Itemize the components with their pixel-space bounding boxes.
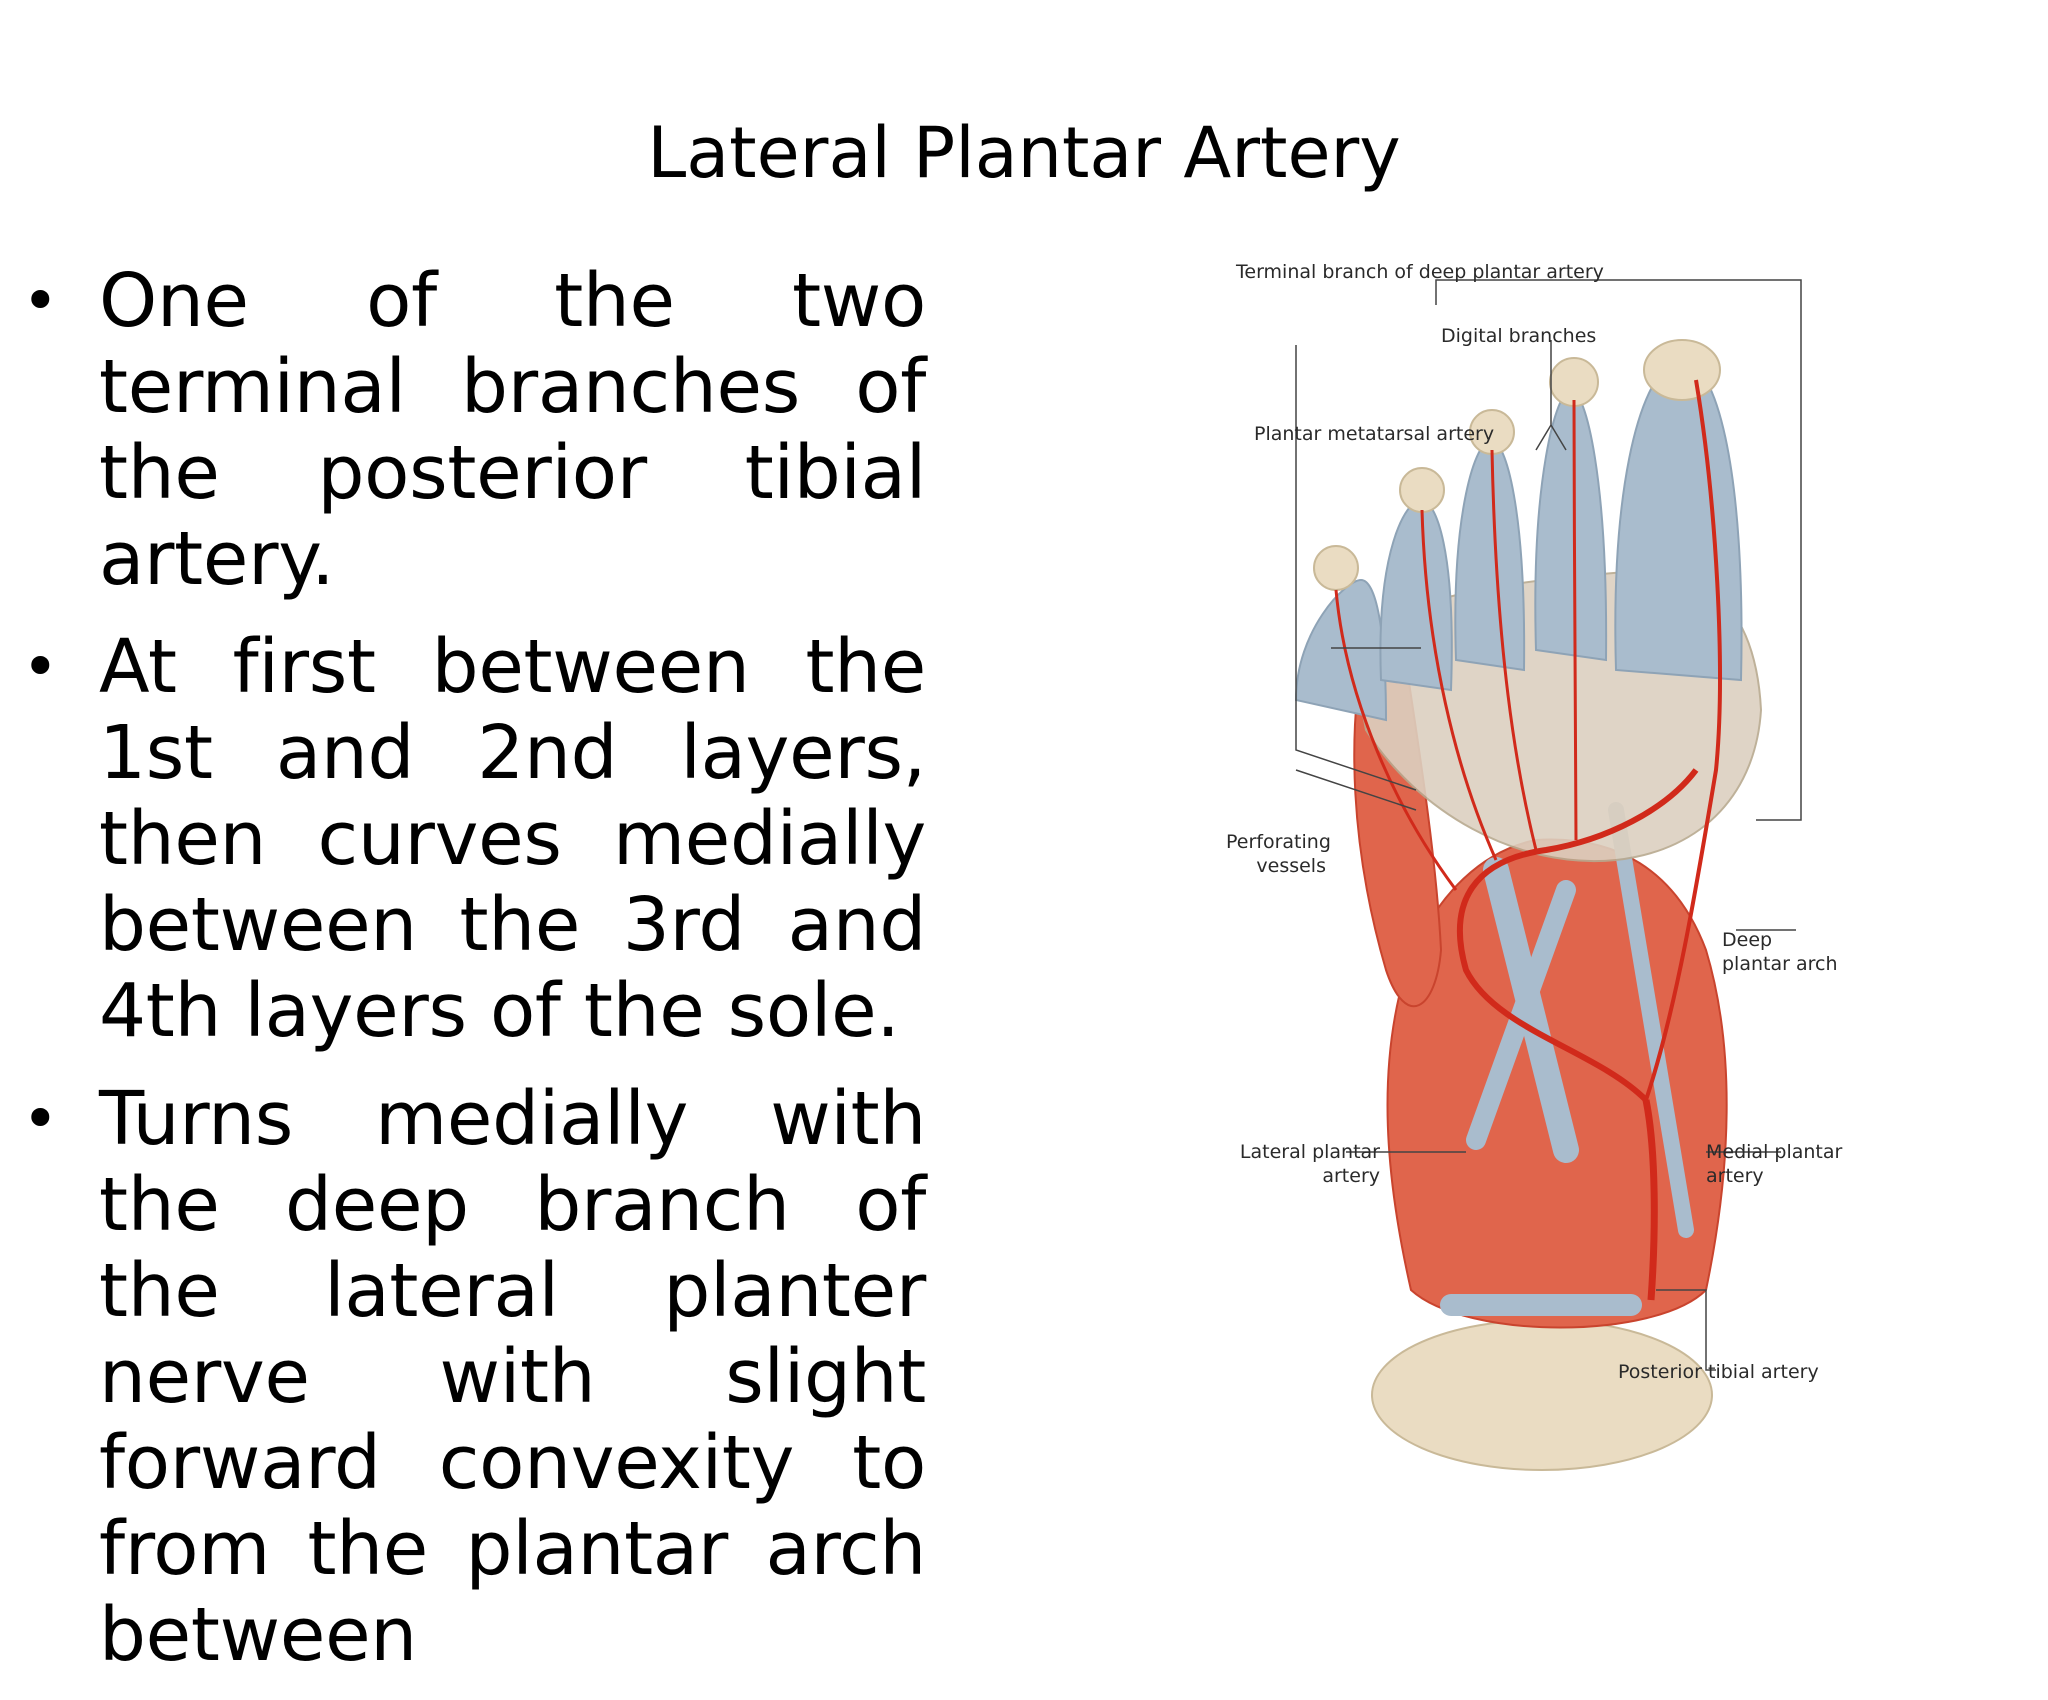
label-medial-plantar-line1: Medial plantar <box>1706 1141 1843 1163</box>
label-medial-plantar-line2: artery <box>1706 1165 1764 1187</box>
bullet-item: • One of the two terminal branches of th… <box>22 258 926 602</box>
plantar-metatarsal-branch <box>1420 509 1498 861</box>
label-terminal-branch: Terminal branch of deep plantar artery <box>1236 261 1604 283</box>
toe-2-tip <box>1549 357 1599 407</box>
leader-lines <box>1295 279 1802 1371</box>
toe-5-tip <box>1313 545 1359 591</box>
bullet-marker: • <box>22 1082 59 1155</box>
tendon-band <box>1466 880 1576 1150</box>
bullet-marker: • <box>22 630 59 703</box>
bullet-text: Turns medially with the deep branch of t… <box>99 1076 926 1678</box>
toe-2 <box>1534 388 1608 662</box>
label-lateral-plantar-line1: Lateral plantar <box>1239 1141 1380 1163</box>
toe-4-tip <box>1399 467 1445 513</box>
bullet-item: • At first between the 1st and 2nd layer… <box>22 624 926 1054</box>
label-posterior-tibial-artery: Posterior tibial artery <box>1618 1361 1819 1383</box>
bullet-item: • Turns medially with the deep branch of… <box>22 1076 926 1678</box>
label-perforating-line1: Perforating <box>1226 831 1331 853</box>
medial-plantar-artery-path <box>1644 379 1722 1101</box>
bullet-marker: • <box>22 264 59 337</box>
heel-bone <box>1371 1319 1713 1471</box>
slide-title: Lateral Plantar Artery <box>647 112 1401 194</box>
label-plantar-metatarsal-artery: Plantar metatarsal artery <box>1254 423 1495 445</box>
toe-1-tip <box>1643 339 1721 401</box>
label-deep-plantar-arch-line2: plantar arch <box>1722 953 1838 975</box>
plantar-metatarsal-branch <box>1572 399 1578 841</box>
posterior-tibial-artery <box>1642 1099 1658 1301</box>
toe-1 <box>1614 358 1743 682</box>
label-digital-branches: Digital branches <box>1441 325 1597 347</box>
toe-3 <box>1454 438 1526 672</box>
lateral-plantar-artery-path <box>1456 768 1699 1103</box>
plantar-metatarsal-branch <box>1334 589 1458 891</box>
label-lateral-plantar-line2: artery <box>1322 1165 1380 1187</box>
bullet-text: One of the two terminal branches of the … <box>99 258 926 602</box>
bullet-text: At first between the 1st and 2nd layers,… <box>99 624 926 1054</box>
bullet-list: • One of the two terminal branches of th… <box>22 258 926 1700</box>
label-perforating-line2: vessels <box>1256 855 1326 877</box>
toe-5 <box>1294 578 1388 722</box>
foot-anatomy-figure: Terminal branch of deep plantar artery D… <box>1226 250 1916 1490</box>
plantar-metatarsal-branch <box>1490 449 1538 851</box>
toe-4 <box>1379 498 1453 692</box>
tendon-band <box>1608 802 1694 1238</box>
label-deep-plantar-arch-line1: Deep <box>1722 929 1773 951</box>
foot-illustration <box>1294 279 1802 1471</box>
